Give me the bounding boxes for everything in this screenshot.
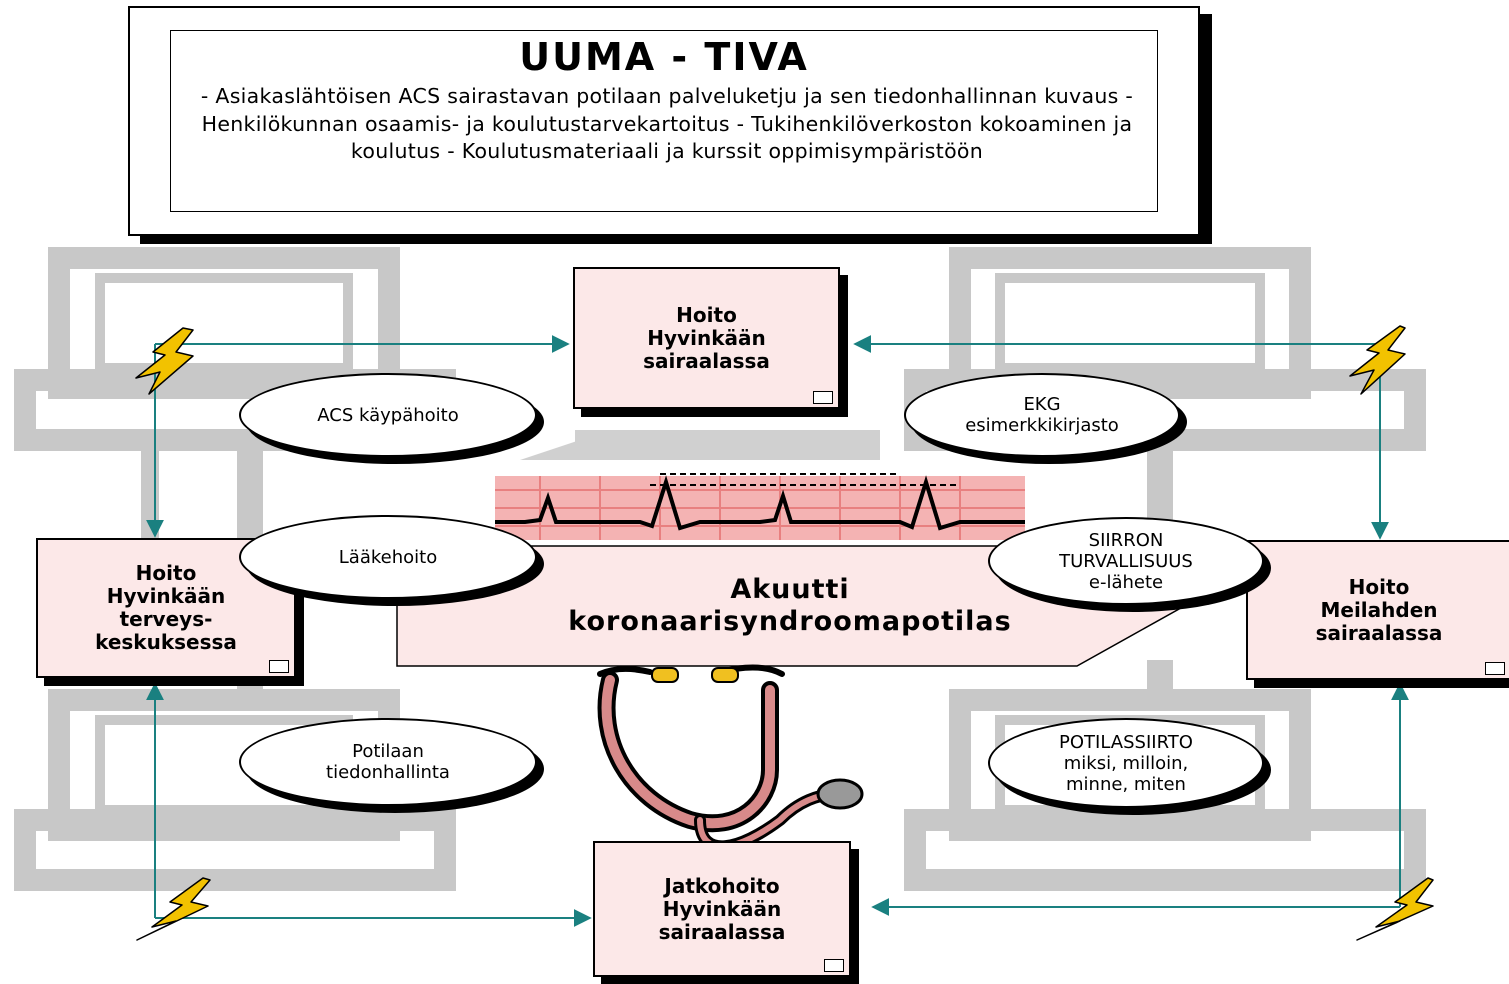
- page-corner-icon: [269, 660, 289, 673]
- node-label: Hoito Meilahden sairaalassa: [1315, 574, 1443, 645]
- title-box: UUMA - TIVA - Asiakaslähtöisen ACS saira…: [128, 6, 1200, 236]
- page-corner-icon: [824, 959, 844, 972]
- node-bottom-followup: Jatkohoito Hyvinkään sairaalassa: [593, 841, 851, 977]
- lightning-icon: [1356, 877, 1434, 941]
- oval-patient-transfer: POTILASSIIRTO miksi, milloin, minne, mit…: [988, 718, 1264, 808]
- center-label: Akuutti koronaarisyndroomapotilas: [568, 574, 1012, 637]
- oval-acs-care: ACS käypähoito: [239, 373, 537, 457]
- node-top-hospital: Hoito Hyvinkään sairaalassa: [573, 267, 840, 409]
- oval-ekg-library: EKG esimerkkikirjasto: [904, 373, 1180, 457]
- connectors: [146, 335, 1409, 927]
- lightning-icon: [136, 877, 211, 941]
- ecg-strip-icon: [495, 473, 1025, 540]
- oval-transfer-safety: SIIRRON TURVALLISUUS e-lähete: [988, 517, 1264, 605]
- node-label: Jatkohoito Hyvinkään sairaalassa: [658, 873, 786, 944]
- computer-icon: [520, 430, 880, 460]
- node-right-hospital: Hoito Meilahden sairaalassa: [1246, 540, 1509, 680]
- oval-patient-info: Potilaan tiedonhallinta: [239, 718, 537, 806]
- diagram-title: UUMA - TIVA: [519, 35, 809, 79]
- stethoscope-icon: [597, 664, 864, 853]
- lightning-icon: [135, 327, 194, 395]
- title-inner-frame: UUMA - TIVA - Asiakaslähtöisen ACS saira…: [170, 30, 1158, 212]
- lightning-icon: [1349, 325, 1406, 395]
- oval-medication: Lääkehoito: [239, 515, 537, 599]
- page-corner-icon: [813, 391, 833, 404]
- page-corner-icon: [1485, 662, 1505, 675]
- node-label: Hoito Hyvinkään terveys- keskuksessa: [95, 561, 237, 654]
- node-label: Hoito Hyvinkään sairaalassa: [643, 302, 770, 373]
- diagram-subtitle: - Asiakaslähtöisen ACS sairastavan potil…: [200, 84, 1134, 163]
- center-arrow-shape: [396, 545, 1190, 667]
